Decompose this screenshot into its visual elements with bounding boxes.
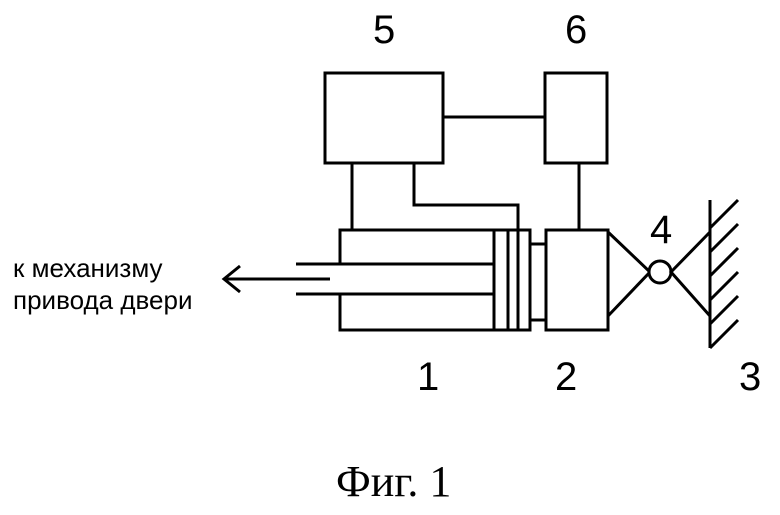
label-1: 1 — [417, 355, 439, 399]
label-5: 5 — [373, 8, 395, 52]
label-3: 3 — [739, 355, 761, 399]
spring-left — [608, 232, 650, 316]
block-6 — [545, 73, 607, 163]
spring-ball — [649, 261, 671, 283]
label-4: 4 — [650, 208, 672, 252]
label-6: 6 — [565, 8, 587, 52]
arrow-label-line1: к механизму — [13, 253, 163, 283]
link-5-piston — [414, 163, 518, 230]
wall-hatching — [710, 200, 738, 348]
spring-right — [671, 232, 710, 316]
figure-caption: Фиг. 1 — [336, 457, 451, 506]
block-2 — [546, 230, 608, 330]
block-5 — [325, 73, 443, 163]
coupling — [530, 244, 546, 320]
label-2: 2 — [555, 355, 577, 399]
piston — [494, 230, 530, 330]
arrow-label-line2: привода двери — [13, 285, 192, 315]
